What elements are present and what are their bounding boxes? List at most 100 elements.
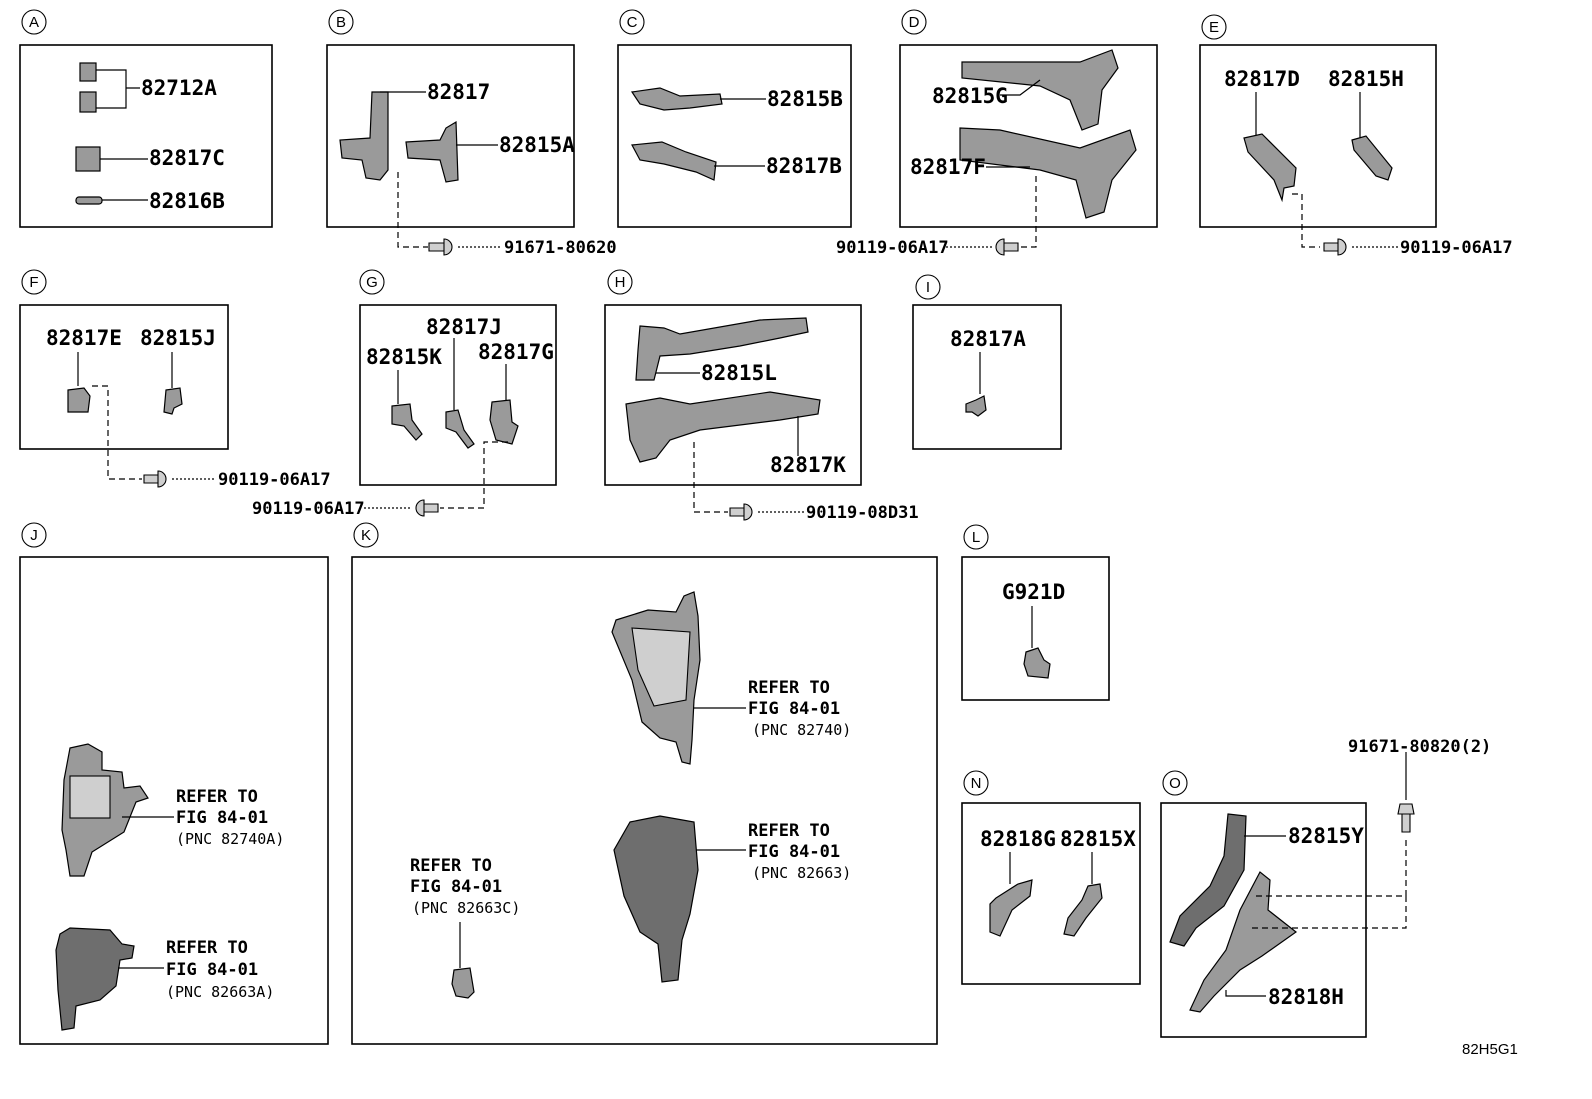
clip-part bbox=[79, 91, 97, 113]
ref-k3-line1: REFER TO bbox=[410, 856, 492, 876]
part-82817e-label: 82817E bbox=[46, 326, 122, 350]
section-b-letter: B bbox=[336, 14, 346, 31]
part-82817g-label: 82817G bbox=[478, 340, 554, 364]
module-part bbox=[613, 815, 699, 983]
ref-j2-line1: REFER TO bbox=[166, 938, 248, 958]
bracket-part bbox=[1063, 883, 1103, 937]
part-82815h-label: 82815H bbox=[1328, 67, 1404, 91]
ref-k2-line1: REFER TO bbox=[748, 821, 830, 841]
bracket-part bbox=[339, 91, 389, 181]
bracket-part bbox=[965, 395, 987, 417]
ref-j1-line2: FIG 84-01 bbox=[176, 808, 268, 828]
section-a-letter: A bbox=[29, 14, 39, 31]
part-82815l-label: 82815L bbox=[701, 361, 777, 385]
section-a: A 82712A 82817C 82816B bbox=[19, 9, 273, 228]
ref-k3-pnc: (PNC 82663C) bbox=[412, 899, 520, 917]
section-e-box bbox=[1199, 44, 1437, 228]
bracket-part bbox=[1351, 135, 1393, 181]
fastener-f-label: 90119-06A17 bbox=[218, 470, 331, 490]
ref-k1-line1: REFER TO bbox=[748, 678, 830, 698]
module-window bbox=[69, 775, 111, 819]
section-b-box bbox=[326, 44, 575, 228]
section-g: G 82817J 82815K 82817G 90119-06A17 bbox=[252, 269, 557, 519]
section-g-box bbox=[359, 304, 557, 486]
module-window bbox=[631, 627, 691, 707]
ref-j2-line2: FIG 84-01 bbox=[166, 960, 258, 980]
part-82817d-label: 82817D bbox=[1224, 67, 1300, 91]
part-82817f-label: 82817F bbox=[910, 155, 986, 179]
section-h-box bbox=[604, 304, 862, 486]
bracket-part bbox=[489, 399, 519, 445]
part-82815a-label: 82815A bbox=[499, 133, 575, 157]
section-o-letter: O bbox=[1169, 775, 1181, 792]
ref-j2-pnc: (PNC 82663A) bbox=[166, 983, 274, 1001]
bracket-part bbox=[630, 87, 723, 111]
bracket-part bbox=[67, 387, 91, 413]
section-d-box bbox=[899, 44, 1158, 228]
part-82815k-label: 82815K bbox=[366, 345, 442, 369]
section-l-box bbox=[961, 556, 1110, 701]
ref-k2-line2: FIG 84-01 bbox=[748, 842, 840, 862]
bracket-part bbox=[75, 146, 101, 172]
fastener-91671-80620-label: 91671-80620 bbox=[504, 238, 617, 258]
bracket-part bbox=[1189, 871, 1298, 1013]
section-n-box bbox=[961, 802, 1141, 985]
section-j-letter: J bbox=[30, 527, 38, 544]
bracket-part bbox=[163, 387, 183, 415]
bracket-part bbox=[1023, 647, 1051, 679]
ref-k1-pnc: (PNC 82740) bbox=[752, 721, 851, 739]
part-82818g-label: 82818G bbox=[980, 827, 1056, 851]
section-o: O 82815Y 82818H 91671-80820(2) bbox=[1160, 737, 1491, 1038]
fastener-d-label: 90119-06A17 bbox=[836, 238, 949, 258]
part-82817j-label: 82817J bbox=[426, 315, 502, 339]
section-f-box bbox=[19, 304, 229, 450]
section-l-letter: L bbox=[972, 529, 980, 546]
diagram-code: 82H5G1 bbox=[1462, 1041, 1518, 1058]
section-n-letter: N bbox=[971, 775, 982, 792]
section-a-marker bbox=[21, 9, 47, 35]
part-g921d-label: G921D bbox=[1002, 580, 1065, 604]
part-82817c-label: 82817C bbox=[149, 146, 225, 170]
pin-part bbox=[75, 196, 103, 205]
bracket-part bbox=[445, 409, 475, 449]
section-j-box bbox=[19, 556, 329, 1045]
fastener-o-label: 91671-80820(2) bbox=[1348, 737, 1491, 757]
section-j: J REFER TO FIG 84-01 (PNC 82740A) REFER … bbox=[19, 522, 329, 1045]
section-a-box bbox=[19, 44, 273, 228]
section-e-letter: E bbox=[1209, 19, 1219, 36]
ref-j1-line1: REFER TO bbox=[176, 787, 258, 807]
section-c-box bbox=[617, 44, 852, 228]
part-82815g-label: 82815G bbox=[932, 84, 1008, 108]
section-h: H 82815L 82817K 90119-08D31 bbox=[604, 269, 919, 523]
section-i-letter: I bbox=[926, 279, 930, 296]
bracket-part bbox=[405, 120, 459, 183]
part-82818h-label: 82818H bbox=[1268, 985, 1344, 1009]
section-f: F 82817E 82815J 90119-06A17 bbox=[19, 269, 331, 490]
part-82815y-label: 82815Y bbox=[1288, 824, 1364, 848]
section-g-letter: G bbox=[366, 274, 378, 291]
part-82815b-label: 82815B bbox=[767, 87, 843, 111]
bracket-part bbox=[631, 141, 717, 181]
bracket-part bbox=[989, 879, 1033, 937]
section-c: C 82815B 82817B bbox=[617, 9, 852, 228]
rail-part bbox=[959, 127, 1137, 219]
rail-part bbox=[635, 317, 809, 381]
ref-j1-pnc: (PNC 82740A) bbox=[176, 830, 284, 848]
section-d: D 82815G 82817F 90119-06A17 bbox=[836, 9, 1158, 258]
section-h-letter: H bbox=[615, 274, 626, 291]
part-82712a-label: 82712A bbox=[141, 76, 217, 100]
section-i-box bbox=[912, 304, 1062, 450]
bracket-part bbox=[391, 403, 423, 441]
section-e: E 82817D 82815H 90119-06A17 bbox=[1199, 14, 1513, 258]
fastener-h-label: 90119-08D31 bbox=[806, 503, 919, 523]
section-d-letter: D bbox=[909, 14, 920, 31]
rail-part bbox=[961, 49, 1119, 131]
rail-part bbox=[625, 391, 821, 463]
section-c-letter: C bbox=[627, 14, 638, 31]
fastener-g-label: 90119-06A17 bbox=[252, 499, 365, 519]
fastener-e-label: 90119-06A17 bbox=[1400, 238, 1513, 258]
part-82816b-label: 82816B bbox=[149, 189, 225, 213]
part-82817k-label: 82817K bbox=[770, 453, 846, 477]
section-f-letter: F bbox=[29, 274, 38, 291]
